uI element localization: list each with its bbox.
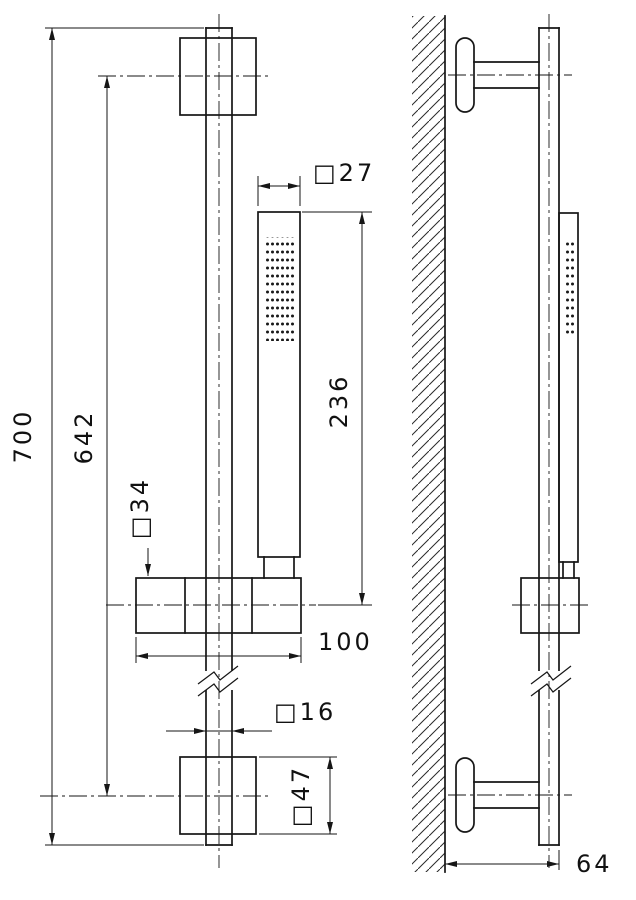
centerlines-front xyxy=(40,14,316,868)
top-flange-side xyxy=(455,37,540,113)
dim-label-sq47: □47 xyxy=(287,765,315,827)
dim-overall-height: 700 xyxy=(9,27,204,846)
centerlines-side xyxy=(448,14,592,868)
dim-label-64: 64 xyxy=(576,850,613,878)
dim-label-sq16: □16 xyxy=(274,698,336,726)
dim-label-100: 100 xyxy=(318,628,373,656)
handshower-side xyxy=(558,212,579,579)
dim-rail-square: □16 xyxy=(166,698,336,734)
dim-label-sq34: □34 xyxy=(126,477,154,539)
spray-face-front xyxy=(265,237,294,341)
dim-wall-distance: 64 xyxy=(445,850,613,878)
dim-label-700: 700 xyxy=(9,409,37,464)
top-bracket-front xyxy=(179,37,257,116)
dim-slider-square: □34 xyxy=(126,477,154,576)
dim-bracket-spacing: 642 xyxy=(70,76,110,796)
break-marks-front xyxy=(197,665,239,697)
handshower-front xyxy=(257,211,301,579)
dim-label-236: 236 xyxy=(325,374,353,429)
bottom-flange-side xyxy=(455,757,540,833)
dim-label-642: 642 xyxy=(70,410,98,465)
spray-face-side xyxy=(565,239,574,335)
front-view: 700 642 236 □27 □34 xyxy=(9,14,375,868)
slider-front xyxy=(135,577,302,634)
rail-front xyxy=(205,27,233,846)
dim-bracket-square: □47 xyxy=(259,756,337,835)
dim-slider-width: 100 xyxy=(135,628,373,663)
bottom-bracket-front xyxy=(179,756,257,835)
break-marks-side xyxy=(530,665,572,697)
dim-label-sq27: □27 xyxy=(313,159,375,187)
dim-handshower-length: 236 xyxy=(302,211,372,606)
side-view: 64 xyxy=(412,14,613,878)
slider-side xyxy=(520,577,580,634)
dim-handshower-square: □27 xyxy=(257,159,375,206)
wall-hatch xyxy=(412,16,445,872)
